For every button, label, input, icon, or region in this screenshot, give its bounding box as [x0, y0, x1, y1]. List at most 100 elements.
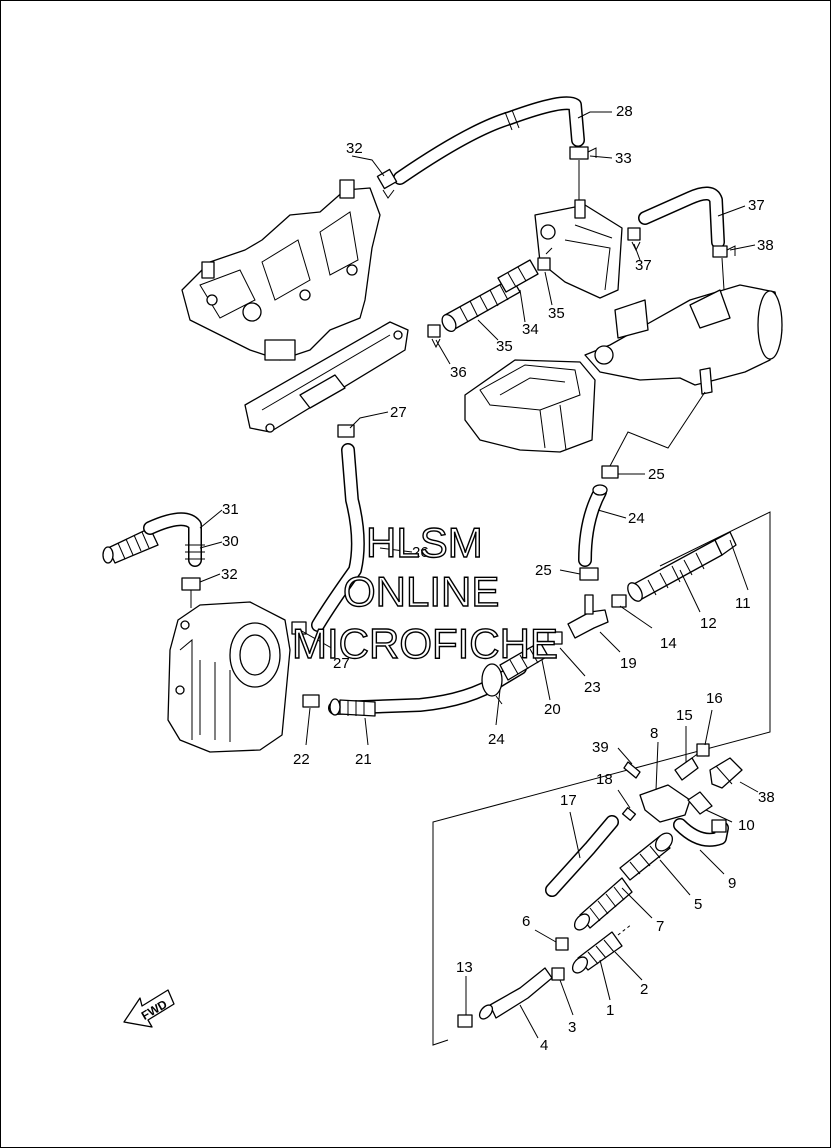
watermark-line1: HLSM: [366, 519, 483, 566]
plug-18: [621, 807, 637, 821]
clamp-32-left: [376, 168, 398, 199]
callout-30: 32: [221, 566, 238, 583]
callout-33: 34: [522, 321, 539, 338]
callout-20: 20: [544, 701, 561, 718]
callout-39: 39: [592, 739, 609, 756]
joint-19: [567, 594, 609, 639]
callout-8: 8: [650, 725, 658, 742]
callout-9: 9: [728, 875, 736, 892]
callout-37-left: 37: [635, 257, 652, 274]
leader-lines: [199, 111, 759, 1039]
callout-32-left: 32: [346, 140, 363, 157]
clamp-32-right: [569, 146, 597, 200]
callout-35-lower: 36: [450, 364, 467, 381]
clamp-14: [611, 594, 627, 608]
fitting-39: [623, 761, 641, 779]
callout-17: 17: [560, 792, 577, 809]
callout-15: 15: [676, 707, 693, 724]
hose-33: [497, 259, 539, 293]
callout-16: 16: [706, 690, 723, 707]
hose-26: [311, 443, 365, 632]
callout-28: 30: [222, 533, 239, 550]
callout-22-left: 22: [293, 751, 310, 768]
callout-2: 2: [640, 981, 648, 998]
pipe-9: [673, 818, 729, 847]
hidden-line-24: [609, 391, 706, 467]
callout-24: 24: [628, 510, 645, 527]
callout-10: 10: [738, 817, 755, 834]
callout-35-upper: 35: [548, 305, 565, 322]
callout-25-upper: 25: [648, 466, 665, 483]
callout-6: 6: [522, 913, 530, 930]
callout-37-right: 38: [757, 237, 774, 254]
clamp-13: [457, 1014, 473, 1028]
hose-2: [571, 923, 633, 974]
hose-28: [102, 527, 159, 564]
callout-23: 24: [488, 731, 505, 748]
hose-20: [499, 641, 549, 681]
hose-34: [441, 277, 521, 333]
clamp-6: [555, 937, 569, 951]
exhaust-chamber: [464, 359, 596, 453]
callout-3: 3: [568, 1019, 576, 1036]
water-jacket-cover: [534, 199, 623, 299]
callout-12: 12: [700, 615, 717, 632]
fitting-38: [709, 757, 743, 789]
callout-22-right: 23: [584, 679, 601, 696]
clamp-22-left: [302, 694, 320, 708]
oil-tank-body: [167, 601, 291, 753]
exhaust-manifold: [181, 179, 381, 361]
clamp-35-upper: [537, 247, 553, 271]
callout-14: 14: [660, 635, 677, 652]
cap-16: [696, 743, 710, 757]
callout-25-lower: 25: [535, 562, 552, 579]
clamp-37-left: [627, 227, 641, 252]
hose-24: [578, 484, 608, 567]
clamp-30: [181, 577, 201, 608]
callout-36: 37: [748, 197, 765, 214]
clamp-25-upper: [601, 465, 619, 479]
clamp-22-right: [547, 631, 563, 645]
callout-26: 26: [412, 544, 429, 561]
callout-11: 11: [735, 595, 751, 612]
hose-29: [143, 512, 205, 567]
fitting-10: [687, 791, 713, 815]
exhaust-pipe: [584, 284, 783, 395]
manifold-gasket-plate: [244, 321, 409, 433]
hose-31: [393, 96, 585, 185]
fwd-arrow: FWD: [123, 989, 175, 1028]
callout-7: 7: [656, 918, 664, 935]
clamp-35-lower: [427, 324, 441, 349]
callout-27-upper: 27: [390, 404, 407, 421]
clamp-25-lower: [579, 567, 599, 581]
callout-13: 13: [456, 959, 473, 976]
hose-36: [638, 186, 725, 249]
callout-21: 21: [355, 751, 372, 768]
fitting-4: [478, 967, 553, 1020]
clamp-3: [551, 967, 565, 981]
callout-19: 19: [620, 655, 637, 672]
hose-17: [545, 815, 619, 897]
pipe-5: [619, 832, 674, 881]
clamp-23: [481, 663, 503, 705]
bracket-8: [639, 784, 691, 823]
callout-4: 4: [540, 1037, 548, 1054]
callout-labels: 28 33 32 37 38 37 35 34 35 36 27 25 24 3…: [221, 103, 775, 1054]
clamp-37-right: [712, 245, 736, 291]
callout-5: 5: [694, 896, 702, 913]
callout-34: 35: [496, 338, 513, 355]
callout-27-lower: 27: [333, 655, 350, 672]
callout-38: 38: [758, 789, 775, 806]
hose-12: [627, 531, 737, 602]
watermark-line2: ONLINE: [343, 568, 499, 615]
callout-31: 28: [616, 103, 633, 120]
watermark: HLSM ONLINE MICROFICHE: [291, 518, 558, 667]
callout-18: 18: [596, 771, 613, 788]
callout-32-right: 33: [615, 150, 632, 167]
callout-1: 1: [606, 1002, 614, 1019]
watermark-line3: MICROFICHE: [292, 620, 558, 667]
hose-7: [573, 877, 633, 931]
group-bracket-right: [432, 511, 771, 1046]
callout-29: 31: [222, 501, 239, 518]
